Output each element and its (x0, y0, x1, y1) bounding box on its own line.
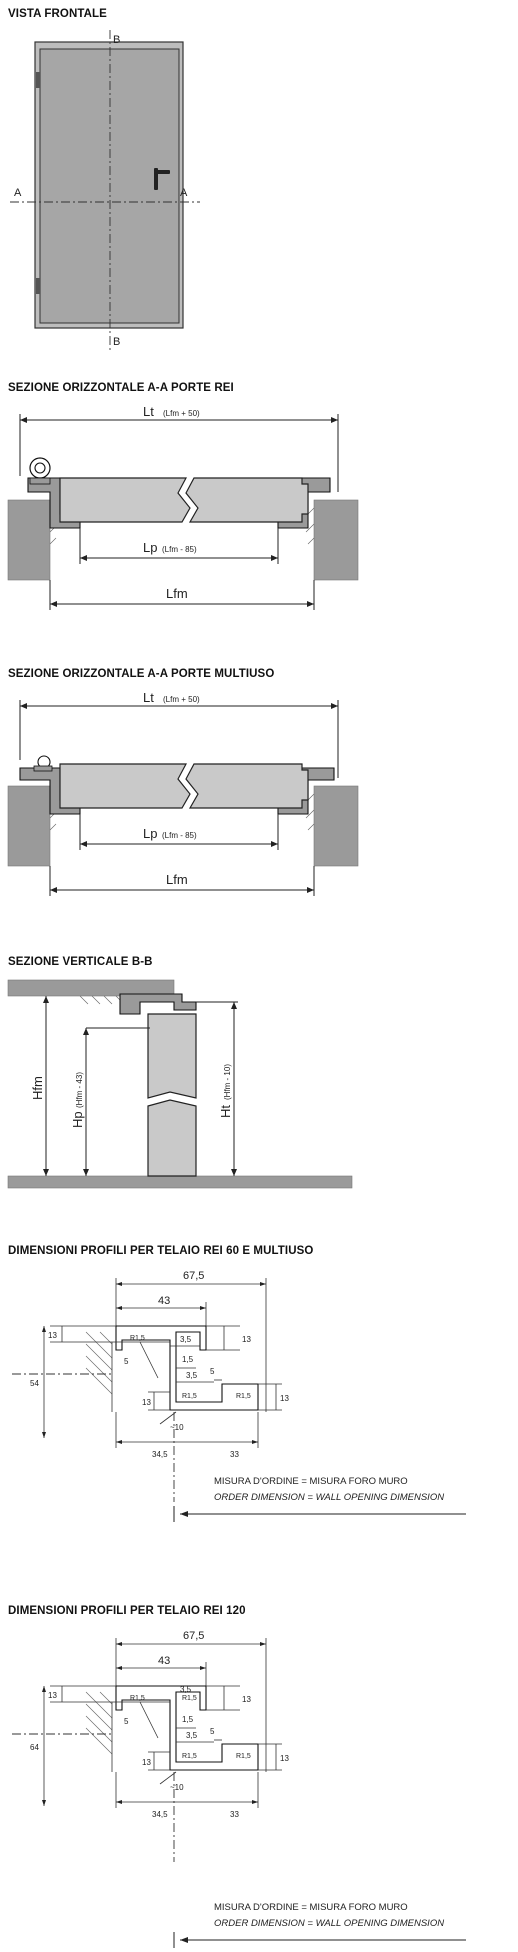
dim-gap-right: 5 (210, 1367, 215, 1376)
dim-right-bottom-height-2: 13 (280, 1754, 289, 1763)
dim-left-bottom-height: 13 (142, 1398, 151, 1407)
title-vertical: SEZIONE VERTICALE B-B (8, 956, 153, 968)
dim-bottom-left-width: 34,5 (152, 1450, 168, 1459)
dim-lt-formula: (Lfm + 50) (163, 409, 200, 418)
dim-bottom-right-width: 33 (230, 1450, 239, 1459)
hinge-bottom (36, 278, 40, 294)
radius-label-d-2: R1,5 (182, 1695, 197, 1702)
dim-lt-formula-2: (Lfm + 50) (163, 695, 200, 704)
dim-right-bottom-height: 13 (280, 1394, 289, 1403)
title-profile-rei60: DIMENSIONI PROFILI PER TELAIO REI 60 E M… (8, 1245, 314, 1257)
wall-left-2 (7, 785, 51, 867)
title-profile-rei120: DIMENSIONI PROFILI PER TELAIO REI 120 (8, 1605, 246, 1617)
door-leaf-vertical-top (147, 1013, 197, 1099)
floor (7, 1175, 353, 1189)
dim-gap-right-2: 5 (210, 1727, 215, 1736)
horizontal-rei-diagram: Lt (Lfm + 50) Lp (Lfm - 85) Lfm (7, 404, 359, 610)
dim-left-bottom-height-2: 13 (142, 1758, 151, 1767)
dim-thickness-mid-2: 1,5 (182, 1715, 194, 1724)
dim-bottom-right-width-2: 33 (230, 1810, 239, 1819)
order-note-en: ORDER DIMENSION = WALL OPENING DIMENSION (214, 1492, 444, 1503)
dim-lp-label-2: Lp (143, 826, 157, 841)
dim-lt-label-2: Lt (143, 690, 154, 705)
axis-a-label-left: A (14, 187, 22, 199)
door-leaf (39, 48, 180, 324)
dim-hp-label: Hp (70, 1111, 85, 1128)
radius-label-c-2: R1,5 (236, 1753, 251, 1760)
axis-a-label-right: A (180, 187, 188, 199)
profile-rei120-diagram: 67,5 43 13 64 R1,5 R1,5 R1,5 R1,5 3,5 13… (12, 1630, 466, 1948)
title-horizontal-rei: SEZIONE ORIZZONTALE A-A PORTE REI (8, 382, 234, 394)
vertical-section-diagram: Hfm Hp (Hfm - 43) Ht (Hfm - 10) (7, 979, 353, 1189)
title-front-view: VISTA FRONTALE (8, 8, 107, 20)
frame-profile-head (119, 993, 197, 1015)
mortar-lintel (79, 995, 125, 1005)
dim-height: 54 (30, 1379, 39, 1388)
dim-top-width: 43 (158, 1295, 170, 1307)
radius-label-a-2: R1,5 (130, 1695, 145, 1702)
dim-right-top-height: 13 (242, 1335, 251, 1344)
radius-label-a: R1,5 (130, 1335, 145, 1342)
dim-lp-formula-2: (Lfm - 85) (162, 831, 197, 840)
wall-hatch-2 (85, 1691, 113, 1755)
dim-total-width: 67,5 (183, 1270, 204, 1282)
wall-right-2 (313, 785, 359, 867)
dim-hp-formula: (Hfm - 43) (75, 1072, 84, 1108)
dim-left-top-height: 13 (48, 1331, 57, 1340)
axis-b-label-bottom: B (113, 336, 120, 348)
dim-thickness-top-2: 3,5 (180, 1685, 192, 1694)
dim-top-width-2: 43 (158, 1655, 170, 1667)
profile-rei60-diagram: 67,5 43 13 54 R1,5 R1,5 R1,5 3,5 13 5 1,… (12, 1270, 466, 1522)
dim-thickness-mid: 1,5 (182, 1355, 194, 1364)
dim-lfm-label-2: Lfm (166, 872, 188, 887)
hinge-left-icon (29, 457, 51, 485)
dim-ht-formula: (Hfm - 10) (223, 1064, 232, 1100)
hinge-top (36, 72, 40, 88)
frame-profile-section (115, 1325, 259, 1411)
dim-clearance-2: ~10 (170, 1783, 184, 1792)
frame-profile-section-2 (115, 1685, 259, 1771)
door-leaf-section-right-2 (185, 763, 309, 809)
dim-lp-label: Lp (143, 540, 157, 555)
radius-label-b: R1,5 (182, 1393, 197, 1400)
dim-clearance: ~10 (170, 1423, 184, 1432)
dim-thickness-top: 3,5 (180, 1335, 192, 1344)
dim-hfm-label: Hfm (30, 1076, 45, 1100)
order-note-it-2: MISURA D'ORDINE = MISURA FORO MURO (214, 1902, 408, 1913)
dim-total-width-2: 67,5 (183, 1630, 204, 1642)
dim-bottom-left-width-2: 34,5 (152, 1810, 168, 1819)
door-leaf-vertical-bottom (147, 1099, 197, 1177)
radius-label-c: R1,5 (236, 1393, 251, 1400)
door-handle-icon (154, 168, 170, 190)
order-note-en-2: ORDER DIMENSION = WALL OPENING DIMENSION (214, 1918, 444, 1929)
dim-left-top-height-2: 13 (48, 1691, 57, 1700)
title-horizontal-multi: SEZIONE ORIZZONTALE A-A PORTE MULTIUSO (8, 668, 275, 680)
dim-lt-label: Lt (143, 404, 154, 419)
dim-right-top-height-2: 13 (242, 1695, 251, 1704)
wall-right (313, 499, 359, 581)
door-leaf-section-left (59, 477, 191, 523)
front-view-diagram: B B A A (10, 30, 200, 352)
wall-hatch-1 (85, 1331, 113, 1395)
dim-thickness-lower-2: 3,5 (186, 1731, 198, 1740)
hinge-left-icon-2 (33, 755, 53, 772)
dim-gap-left-2: 5 (124, 1717, 129, 1726)
dim-height-2: 64 (30, 1743, 39, 1752)
order-note-it: MISURA D'ORDINE = MISURA FORO MURO (214, 1476, 408, 1487)
wall-left (7, 499, 51, 581)
radius-label-b-2: R1,5 (182, 1753, 197, 1760)
door-leaf-section-left-2 (59, 763, 191, 809)
door-leaf-section-right (185, 477, 309, 523)
dim-ht-label: Ht (218, 1105, 233, 1118)
dim-lfm-label: Lfm (166, 586, 188, 601)
horizontal-multi-diagram: Lt (Lfm + 50) Lp (Lfm - 85) Lfm (7, 690, 359, 896)
dim-gap-left: 5 (124, 1357, 129, 1366)
axis-b-label-top: B (113, 34, 120, 46)
dim-thickness-lower: 3,5 (186, 1371, 198, 1380)
dim-lp-formula: (Lfm - 85) (162, 545, 197, 554)
lintel (7, 979, 175, 997)
